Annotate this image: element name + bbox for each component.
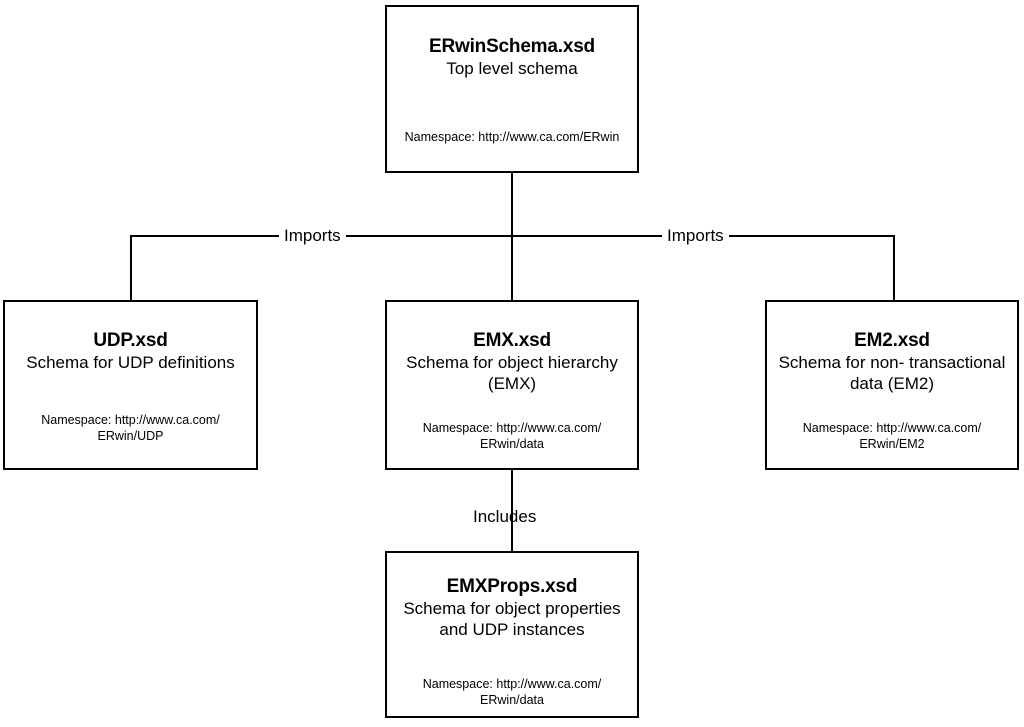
connector-bus-to-emx	[511, 235, 513, 301]
node-em2-xsd[interactable]: EM2.xsd Schema for non- transactional da…	[765, 300, 1019, 470]
node-emxprops-namespace: Namespace: http://www.ca.com/ ERwin/data	[422, 677, 602, 707]
connector-bus-to-em2	[893, 235, 895, 301]
node-emx-text: EMX.xsd Schema for object hierarchy (EMX…	[387, 329, 637, 394]
connector-emx-to-emxprops	[511, 469, 513, 553]
node-udp-namespace: Namespace: http://www.ca.com/ ERwin/UDP	[41, 413, 220, 443]
node-emxprops-xsd[interactable]: EMXProps.xsd Schema for object propertie…	[385, 551, 639, 718]
node-emx-description: Schema for object hierarchy (EMX)	[406, 353, 618, 393]
node-erwinschema-text: ERwinSchema.xsd Top level schema	[387, 35, 637, 79]
node-udp-title: UDP.xsd	[93, 330, 168, 351]
edge-label-imports-left: Imports	[279, 226, 346, 246]
connector-erwinschema-to-bus	[511, 172, 513, 238]
node-em2-title: EM2.xsd	[854, 330, 930, 351]
node-em2-namespace: Namespace: http://www.ca.com/ ERwin/EM2	[802, 421, 982, 451]
node-udp-text: UDP.xsd Schema for UDP definitions	[5, 329, 256, 373]
edge-label-imports-right: Imports	[662, 226, 729, 246]
edge-label-includes: Includes	[473, 507, 537, 526]
node-emx-xsd[interactable]: EMX.xsd Schema for object hierarchy (EMX…	[385, 300, 639, 470]
node-erwinschema-namespace: Namespace: http://www.ca.com/ERwin	[404, 130, 620, 144]
node-udp-xsd[interactable]: UDP.xsd Schema for UDP definitions Names…	[3, 300, 258, 470]
node-emxprops-description: Schema for object properties and UDP ins…	[403, 599, 621, 639]
node-emx-title: EMX.xsd	[473, 330, 551, 351]
node-emx-namespace: Namespace: http://www.ca.com/ ERwin/data	[422, 421, 602, 451]
node-erwinschema-xsd[interactable]: ERwinSchema.xsd Top level schema Namespa…	[385, 5, 639, 173]
node-emxprops-title: EMXProps.xsd	[446, 576, 578, 597]
node-em2-text: EM2.xsd Schema for non- transactional da…	[767, 329, 1017, 394]
node-emxprops-text: EMXProps.xsd Schema for object propertie…	[387, 575, 637, 640]
node-em2-description: Schema for non- transactional data (EM2)	[778, 353, 1006, 393]
connector-bus-to-udp	[130, 235, 132, 301]
node-erwinschema-description: Top level schema	[446, 59, 578, 78]
node-udp-description: Schema for UDP definitions	[26, 353, 235, 372]
node-erwinschema-title: ERwinSchema.xsd	[429, 36, 595, 57]
